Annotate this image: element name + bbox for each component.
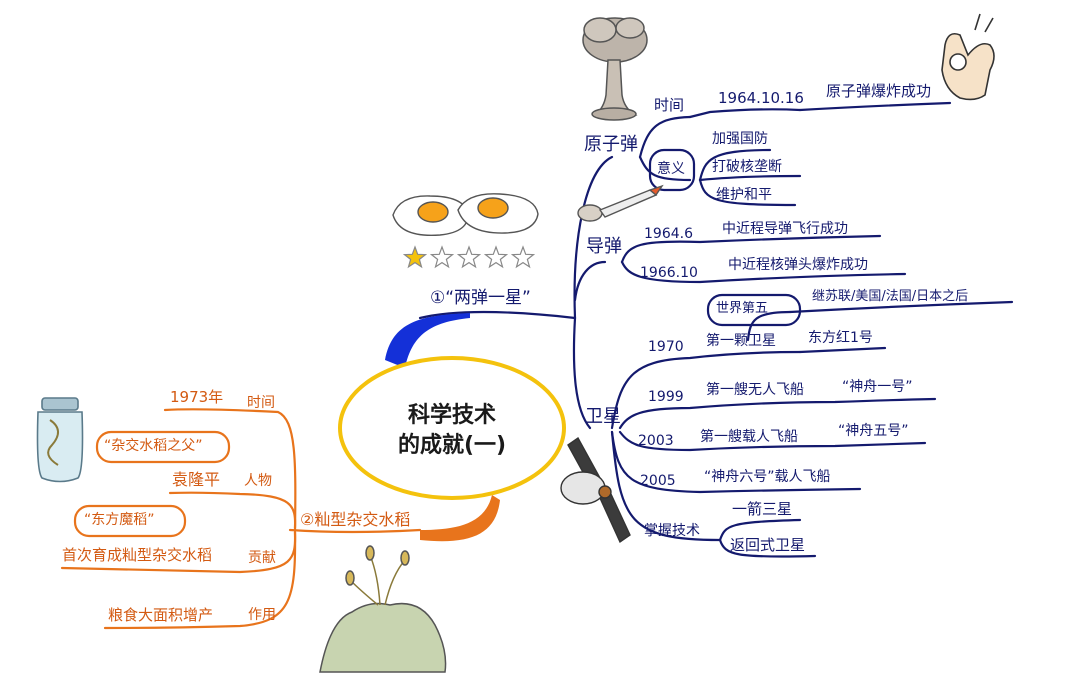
connector-missile-1 [620,234,882,264]
connector-sat-1999 [618,397,937,430]
sat-name-2003: “神舟五号” [838,423,909,439]
satellite-icon [560,436,631,544]
connector-atomic-meaning [638,155,692,182]
sat-year-1999: 1999 [648,389,684,405]
missile-text-2: 中近程核弹头爆炸成功 [728,257,868,273]
connector-branch1 [418,310,577,320]
sat-year-2005: 2005 [640,473,676,489]
missile-year-1: 1964.6 [644,226,693,242]
star-5-empty [510,245,536,269]
center-node [338,356,566,500]
connector-sat-1970 [610,350,802,430]
sat-name-1999: “神舟一号” [842,379,913,395]
atomic-time-label: 时间 [654,96,685,114]
sat-mastery-label: 掌握技术 [644,523,700,539]
sat-text-1970: 第一颗卫星 [706,333,776,349]
connector-mastery [610,430,722,542]
rice-person-quote: “杂交水稻之父” [104,438,203,454]
atomic-meaning-label: 意义 [657,161,685,177]
satellite-title: 卫星 [585,406,621,427]
branch1-thick [385,313,470,368]
rice-effect-text: 粮食大面积增产 [108,606,214,624]
rice-person-label: 人物 [244,473,272,489]
missile-title: 导弹 [586,236,622,257]
rice-person-name: 袁隆平 [172,470,221,489]
jar-icon [36,397,84,483]
connector-meaning-2 [698,174,802,182]
rice-contribution-quote: “东方魔稻” [84,512,155,528]
sat-mastery-1: 一箭三星 [732,500,793,518]
branch2-thick [420,495,500,542]
connector-to-missile [573,260,607,302]
connector-meaning-1 [698,148,772,182]
fried-eggs-icon [392,193,539,237]
rice-time-value: 1973年 [170,388,224,406]
rice-contribution-text: 首次育成籼型杂交水稻 [62,546,213,564]
missile-text-1: 中近程导弹飞行成功 [722,221,848,237]
quote-box-person [95,430,231,464]
ok-hand-icon [941,13,995,101]
connector-missile-2 [620,260,907,284]
connector-to-satellite [572,316,592,430]
connector-sat-2003 [618,430,927,452]
rice-hill-icon [319,545,447,673]
atomic-event: 原子弹爆炸成功 [826,82,932,100]
sat-name-1970: 东方红1号 [808,330,873,346]
branch2-label: ②籼型杂交水稻 [300,510,411,529]
connector-atomic-time [638,115,692,159]
sat-mastery-2: 返回式卫星 [730,536,806,554]
connector-mastery-1 [718,518,802,542]
connector-mastery-2 [718,538,817,558]
star-1-filled [402,245,428,269]
satellite-rank-note: 继苏联/美国/法国/日本之后 [812,289,969,304]
connector-meaning-3 [698,178,797,207]
star-2-empty [429,245,455,269]
connector-date [688,108,802,119]
connector-rank [746,310,792,342]
quote-box-contribution [73,504,187,538]
rice-contribution-label: 贡献 [248,550,276,566]
sat-text-1999: 第一艘无人飞船 [706,382,804,398]
rice-effect-label: 作用 [248,607,276,623]
branch1-label: ①“两弹一星” [430,288,531,308]
rating-stars [402,245,536,269]
sat-year-2003: 2003 [638,433,674,449]
connector-dfh [798,346,887,354]
missile-year-2: 1966.10 [640,265,698,281]
atomic-date: 1964.10.16 [718,89,804,107]
star-3-empty [456,245,482,269]
sat-year-1970: 1970 [648,339,684,355]
connector-event [798,101,952,112]
connector-effect [103,530,297,630]
satellite-rank: 世界第五 [716,301,769,316]
connector-contribution [60,530,297,574]
connector-branch2 [288,528,422,534]
sat-text-2003: 第一艘载人飞船 [700,429,798,445]
mushroom-cloud-icon [582,17,648,121]
meaning-box [648,148,696,192]
atomic-title: 原子弹 [584,134,638,155]
connector-time [163,408,297,532]
connector-rank-note [788,300,1014,314]
center-title-line1: 科学技术 [407,403,496,428]
missile-icon [577,184,664,222]
sat-text-2005: “神舟六号”载人飞船 [704,469,831,485]
connector-sat-2005 [610,430,862,494]
rice-time-label: 时间 [247,395,275,411]
atomic-meaning-1: 加强国防 [712,131,768,147]
atomic-meaning-2: 打破核垄断 [712,159,782,175]
rank-box [706,293,802,327]
center-title-line2: 的成就(一) [397,433,507,458]
star-4-empty [483,245,509,269]
connector-person [168,491,297,530]
atomic-meaning-3: 维护和平 [716,187,772,203]
